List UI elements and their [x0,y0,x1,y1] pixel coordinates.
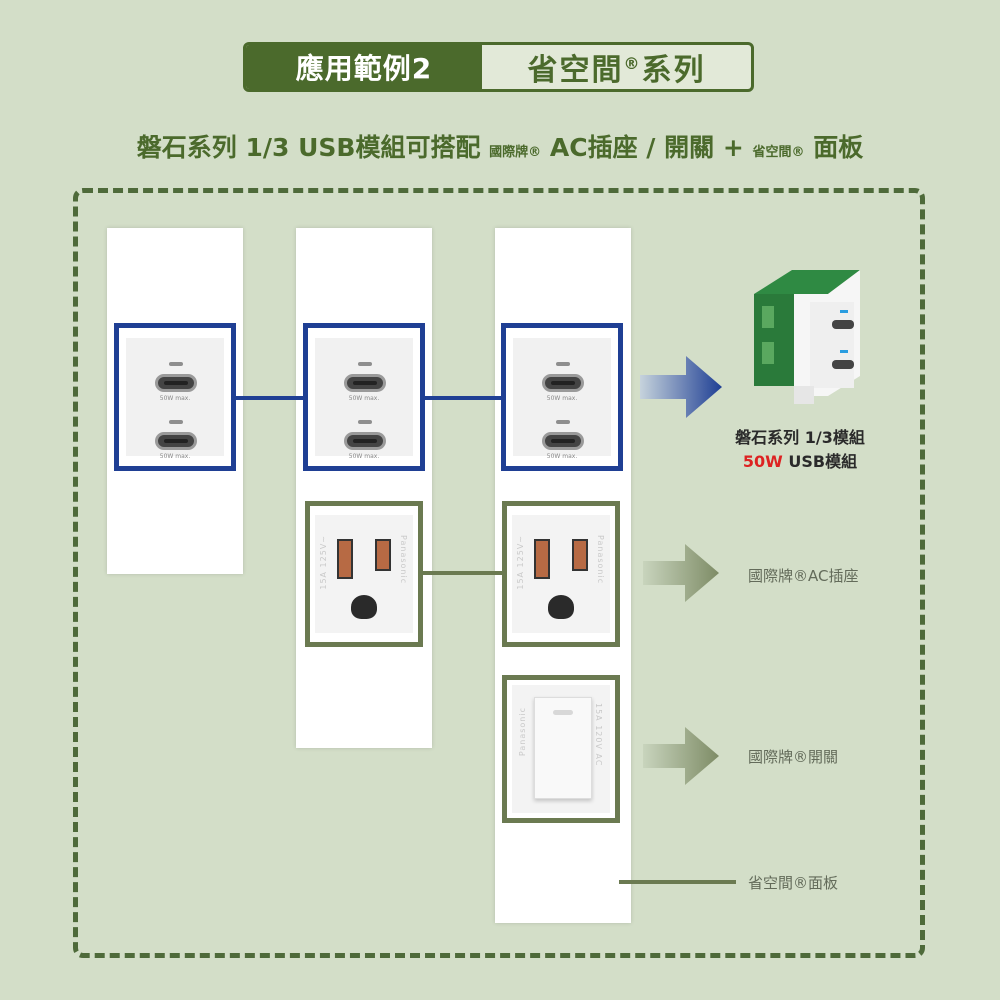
usb-led-icon [169,420,183,424]
usb-module: 50W max. 50W max. [126,338,224,460]
subtitle-brand2: 省空間® [752,145,805,160]
usb-connector-line [421,396,505,400]
usb-led-icon [358,420,372,424]
module-wattage: 50W [742,452,783,471]
switch-frame: Panasonic 15A 120V AC [502,675,620,823]
usb-c-port-icon [344,432,386,450]
subtitle-part1: 磐石系列 1/3 USB模組可搭配 [136,133,490,162]
usb-module-frame: 50W max. 50W max. [303,323,425,471]
ground-hole-icon [351,595,377,619]
panel-pointer-line [619,880,736,884]
switch: Panasonic 15A 120V AC [512,685,610,813]
usb-module-product-image [748,266,870,406]
module-caption-line1: 磐石系列 1/3模組 [735,428,865,447]
arrow-right-icon [643,727,719,785]
subtitle-brand1: 國際牌® [489,145,542,160]
usb-c-port-icon [344,374,386,392]
label-ac-outlet: 國際牌®AC插座 [748,567,859,585]
outlet-slot-icon [572,539,588,571]
outlet-slot-icon [337,539,353,579]
module-caption: 磐石系列 1/3模組 50W USB模組 [700,426,900,474]
outlet-slot-icon [534,539,550,579]
example-tag: 應用範例2 [246,45,482,89]
outlet-rating: 15A 125V~ [319,535,328,590]
port-rating: 50W max. [348,395,380,402]
outlet-rating: 15A 125V~ [516,535,525,590]
usb-c-port-icon [542,374,584,392]
module-caption-line2: 50W USB模組 [700,450,900,474]
arrow-right-icon [640,356,722,418]
usb-c-port-icon [155,432,197,450]
switch-rating: 15A 120V AC [594,703,603,767]
usb-led-icon [556,420,570,424]
label-switch: 國際牌®開關 [748,748,839,766]
subtitle: 磐石系列 1/3 USB模組可搭配 國際牌® AC插座 / 開關 + 省空間® … [0,128,1000,164]
switch-rocker [534,697,592,799]
usb-module-frame: 50W max. 50W max. [114,323,236,471]
switch-brand: Panasonic [518,707,527,757]
label-panel: 省空間®面板 [748,874,839,892]
subtitle-part3: 面板 [804,133,864,162]
usb-module: 50W max. 50W max. [315,338,413,460]
registered-mark: ® [623,53,642,73]
usb-c-port-icon [155,374,197,392]
series-suffix: 系列 [641,53,706,88]
outlet-slot-icon [375,539,391,571]
ac-outlet-frame: Panasonic 15A 125V~ [502,501,620,647]
module-type: USB模組 [782,452,858,471]
ac-outlet: Panasonic 15A 125V~ [315,515,413,633]
usb-led-icon [358,362,372,366]
panel-2 [296,228,432,748]
usb-module-frame: 50W max. 50W max. [501,323,623,471]
usb-led-icon [169,362,183,366]
usb-module: 50W max. 50W max. [513,338,611,460]
dashed-frame [73,188,925,958]
outlet-connector-line [421,571,505,575]
usb-c-port-icon [542,432,584,450]
port-rating: 50W max. [546,453,578,460]
series-name: 省空間 [527,53,624,88]
port-rating: 50W max. [159,453,191,460]
port-rating: 50W max. [159,395,191,402]
usb-connector-line [232,396,306,400]
arrow-right-icon [643,544,719,602]
outlet-brand: Panasonic [596,535,605,585]
outlet-brand: Panasonic [399,535,408,585]
ground-hole-icon [548,595,574,619]
series-title: 省空間®系列 [482,45,751,89]
port-rating: 50W max. [546,395,578,402]
title-pill: 應用範例2 省空間®系列 [243,42,754,92]
usb-led-icon [556,362,570,366]
ac-outlet: Panasonic 15A 125V~ [512,515,610,633]
port-rating: 50W max. [348,453,380,460]
switch-indicator-icon [553,710,573,715]
ac-outlet-frame: Panasonic 15A 125V~ [305,501,423,647]
subtitle-part2: AC插座 / 開關 + [541,133,753,162]
